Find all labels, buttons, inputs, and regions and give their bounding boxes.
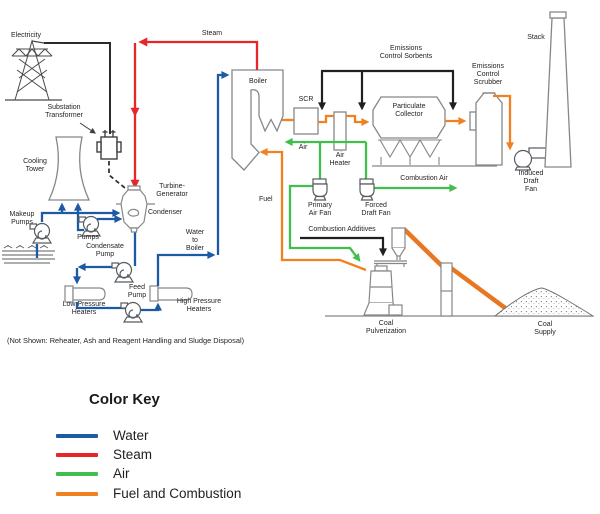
not-shown-note: (Not Shown: Reheater, Ash and Reagent Ha… [7,336,245,345]
steam-label: Steam [201,30,223,37]
fuel-combustion-color-swatch [56,492,98,496]
conveyor-tower [440,262,453,317]
low-pressure-heaters-shape [64,285,106,303]
legend-label: Steam [113,447,153,463]
transformer-dashed-link [108,161,126,189]
emissions-scrubber-shape [469,92,503,166]
primary-air-fan-shape [312,178,328,201]
cooling-tower [47,136,91,201]
scr-label: SCR [298,96,314,103]
fuel-combustion-lines [259,94,514,272]
turbine-generator-label: Turbine-Generator [156,183,188,198]
condenser-label: Condenser [148,209,183,216]
boiler-label: Boiler [249,78,267,85]
coal-conveyor [402,227,514,315]
legend-item-fuel-combustion: Fuel and Combustion [56,486,241,502]
coal-pulverizer [363,265,403,316]
air-label: Air [298,144,308,151]
transmission-tower [5,39,62,101]
legend-label: Fuel and Combustion [113,486,242,502]
forced-draft-fan-shape [359,178,375,201]
legend-label: Water [113,428,149,444]
color-key-title: Color Key [89,391,160,408]
water-color-swatch [56,434,98,438]
high-pressure-heaters-shape [149,285,193,302]
air-color-swatch [56,472,98,476]
legend-item-water: Water [56,428,149,444]
scr-box [293,107,319,135]
coal-feeder [374,260,407,267]
boiler [231,69,284,171]
stack-shape [544,11,572,168]
electricity-label: Electricity [11,32,41,39]
steam-color-swatch [56,453,98,457]
legend-item-air: Air [56,466,130,482]
emissions-sorbents-lines [318,69,457,111]
pumps-label: Pumps [77,234,99,241]
substation-transformer-shape [96,130,122,160]
feed-pump-shape [120,301,143,323]
steam-lines [130,37,259,189]
legend-item-steam: Steam [56,447,152,463]
induced-draft-fan-shape [513,147,553,171]
pond-water [2,244,55,264]
turbine-generator-shape [116,185,155,233]
fuel-label: Fuel [259,196,273,203]
coal-supply-pile [493,287,595,317]
coal-silo [391,227,406,260]
electricity-wire [44,42,111,134]
air-lines [284,138,458,262]
combustion-additives-label: Combustion Additives [308,226,376,233]
stack-label: Stack [527,34,545,41]
air-heater-box [333,111,347,151]
combustion-additives-line [300,236,387,257]
transformer-pointer [79,122,96,134]
particulate-collector-shape [372,96,446,165]
condensate-pump-shape [111,261,134,283]
combustion-air-label: Combustion Air [400,175,448,182]
legend-label: Air [113,466,130,482]
